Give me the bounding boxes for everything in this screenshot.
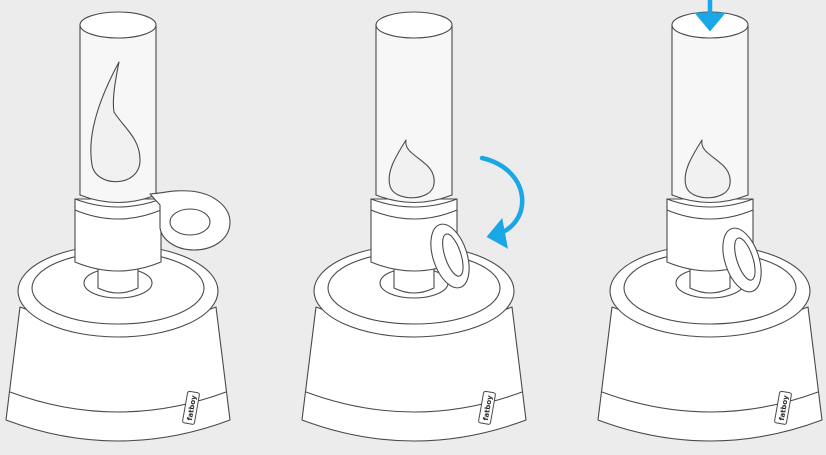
flame-small [388,139,435,199]
brand-label: fatboy [774,390,792,425]
collar-top-edge [666,198,754,208]
burner-stem [689,265,731,294]
collar-band [666,209,754,220]
lantern-collar [74,198,162,272]
brand-tag [774,390,792,425]
rotate-arrow [479,155,525,249]
burner-stem [393,265,435,294]
brand-tag [182,390,200,425]
step-3-lantern: fatboy [597,0,823,442]
brand-label: fatboy [182,390,200,425]
collar-top-edge [370,198,458,208]
base-rim-line [9,391,227,413]
collar-band [74,209,162,220]
burner-stem [97,265,139,294]
step-2-lantern: fatboy [301,11,527,442]
brand-label: fatboy [478,390,496,425]
base-rim-line [601,391,819,413]
collar-band [370,209,458,220]
handle-ring [430,223,470,289]
tube-opening [375,11,453,39]
step-1-lantern: fatboy [5,11,231,442]
flame-small [684,139,731,199]
flame-tall [90,61,141,183]
handle-hole [169,208,211,236]
tube-opening [79,11,157,39]
brand-tag [478,390,496,425]
handle-hole [442,233,464,277]
base-rim-line [305,391,523,413]
handle-ring [722,227,762,293]
handle-hole [734,237,756,281]
collar-top-edge [74,198,162,208]
